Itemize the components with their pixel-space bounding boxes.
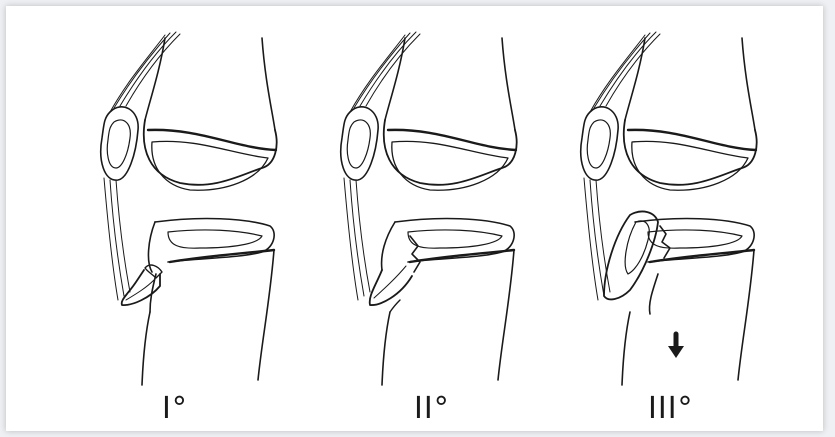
- grade-2-label: II°: [414, 394, 450, 424]
- panel-grade-1: [101, 32, 277, 385]
- down-arrow-head-icon: [668, 346, 684, 358]
- grade-3-label: III°: [648, 394, 694, 424]
- panel-grade-2: [341, 32, 517, 385]
- grade-1-label: I°: [162, 394, 188, 424]
- panel-grade-3: [581, 32, 757, 385]
